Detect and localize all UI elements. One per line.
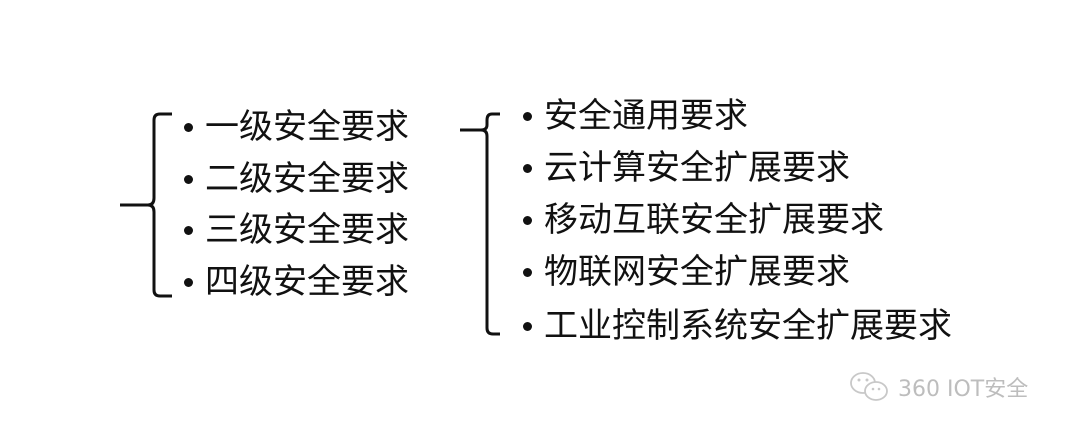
level-label: 一级安全要求: [205, 107, 409, 147]
requirement-label: 安全通用要求: [544, 96, 748, 136]
requirement-item: 物联网安全扩展要求: [523, 252, 850, 292]
level-item: 二级安全要求: [184, 159, 409, 199]
level-label: 三级安全要求: [205, 210, 409, 250]
bullet-icon: [184, 277, 193, 287]
wechat-icon: [850, 372, 888, 401]
requirement-label: 移动互联安全扩展要求: [544, 200, 884, 240]
requirement-item: 移动互联安全扩展要求: [523, 200, 884, 240]
watermark: 360 IOT安全: [848, 370, 1028, 404]
level-label: 四级安全要求: [205, 262, 409, 302]
bullet-icon: [184, 174, 193, 184]
requirement-item: 云计算安全扩展要求: [523, 148, 850, 188]
level-item: 三级安全要求: [184, 210, 409, 250]
requirement-label: 物联网安全扩展要求: [544, 252, 850, 292]
bullet-icon: [523, 163, 532, 173]
level-item: 四级安全要求: [184, 262, 409, 302]
requirement-item: 安全通用要求: [523, 96, 748, 136]
bullet-icon: [523, 215, 532, 225]
right-bracket: [460, 112, 500, 336]
bullet-icon: [523, 267, 532, 277]
left-bracket: [120, 112, 172, 298]
level-label: 二级安全要求: [205, 159, 409, 199]
requirement-label: 云计算安全扩展要求: [544, 148, 850, 188]
requirement-item: 工业控制系统安全扩展要求: [523, 306, 952, 346]
watermark-text: 360 IOT安全: [898, 377, 1029, 402]
bullet-icon: [184, 225, 193, 235]
requirement-label: 工业控制系统安全扩展要求: [544, 306, 952, 346]
bullet-icon: [523, 111, 532, 121]
level-item: 一级安全要求: [184, 107, 409, 147]
bullet-icon: [184, 122, 193, 132]
bullet-icon: [523, 321, 532, 331]
